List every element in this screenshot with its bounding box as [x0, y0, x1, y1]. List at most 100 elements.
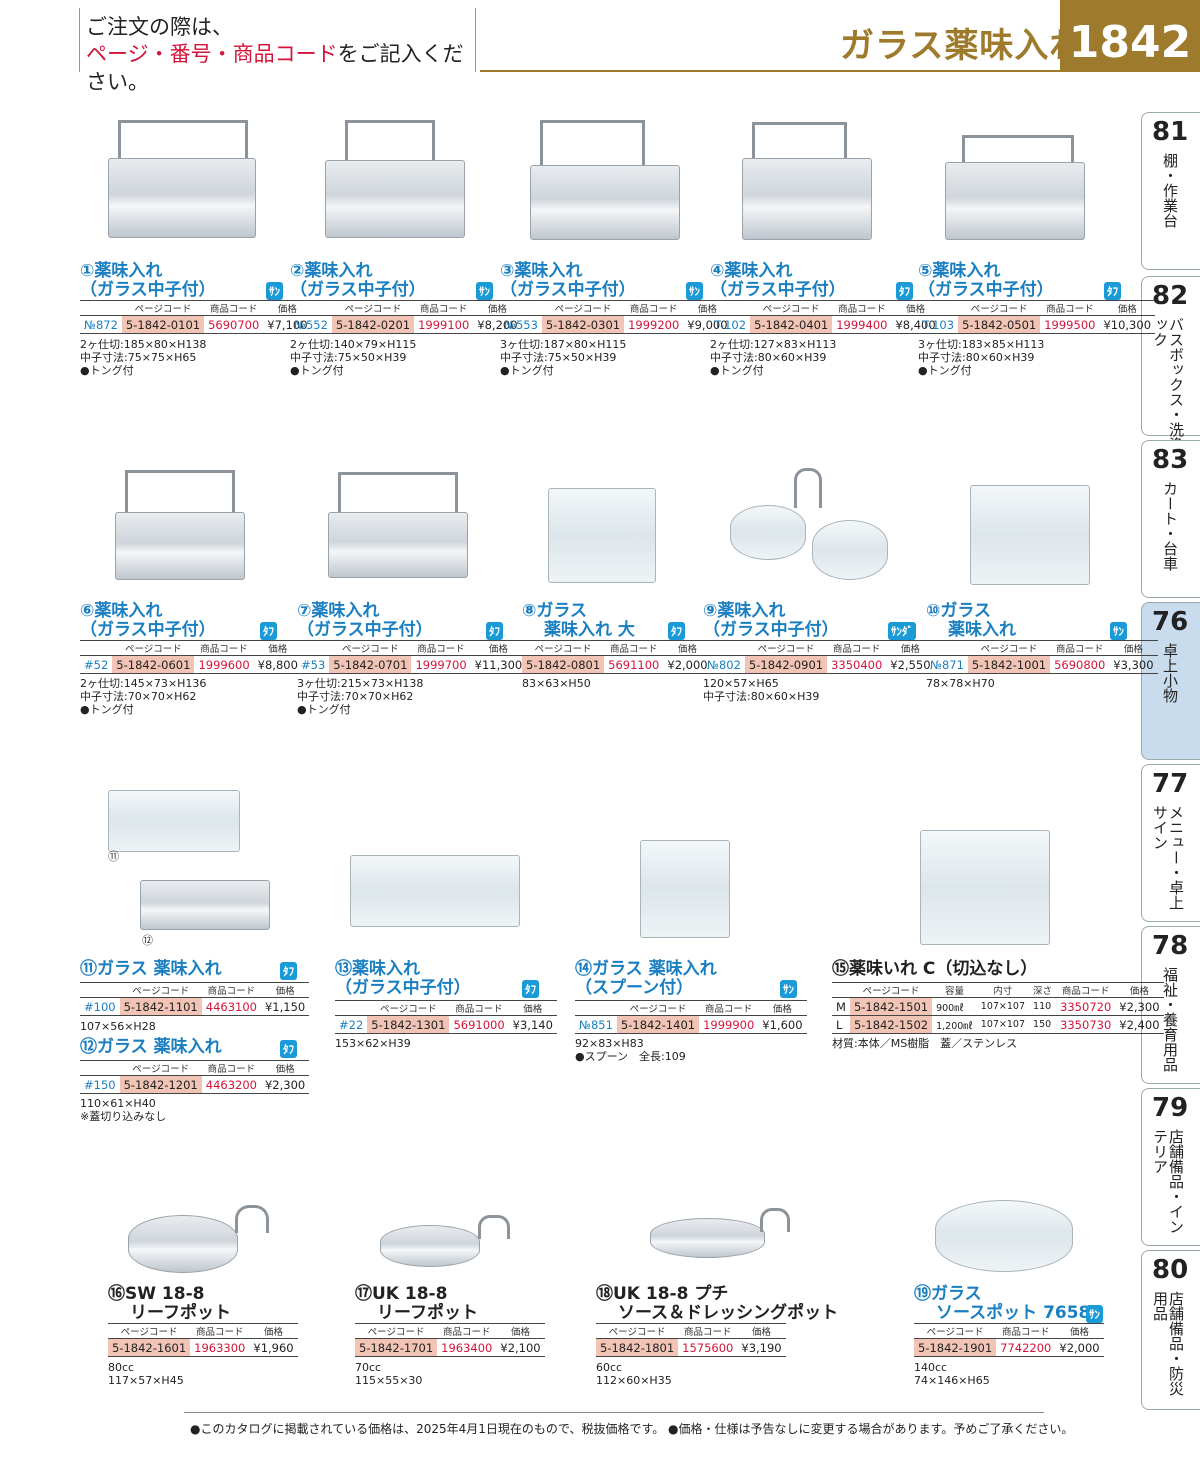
- product-5-image: [945, 162, 1085, 240]
- product-12-spec: 110×61×H40 ※蓋切り込みなし: [80, 1097, 167, 1123]
- handle-icon: [794, 468, 822, 508]
- product-8-title: ⑧ガラス薬味入れ 大: [522, 601, 635, 640]
- order-note: ご注文の際は、 ページ・番号・商品コードをご記入ください。: [79, 8, 476, 94]
- product-14-title: ⑭ガラス 薬味入れ（スプーン付）: [575, 959, 717, 998]
- page-number: 1842: [1060, 0, 1200, 72]
- order-note-highlight: ページ・番号・商品コード: [86, 42, 338, 66]
- product-16-image: [128, 1215, 238, 1273]
- handle-icon: [118, 120, 248, 160]
- supplier-badge: ﾀﾌ: [522, 980, 539, 998]
- product-4-title: ④薬味入れ（ガラス中子付）: [710, 261, 846, 300]
- handle-icon: [338, 472, 458, 514]
- product-13-image: [350, 855, 520, 927]
- handle-icon: [760, 1208, 790, 1232]
- supplier-badge: ｻﾝ: [686, 282, 703, 300]
- product-8-image: [548, 488, 656, 583]
- product-9-spec: 120×57×H65 中子寸法:80×60×H39: [703, 677, 820, 703]
- product-9-image-b: [812, 520, 888, 580]
- product-15-spec: 材質:本体／MS樹脂 蓋／ステンレス: [832, 1037, 1018, 1050]
- order-note-rest: をご記入ください。: [86, 42, 464, 94]
- image-label-12: ⑫: [142, 934, 153, 947]
- product-8-spec: 83×63×H50: [522, 677, 591, 690]
- product-11-spec: 107×56×H28: [80, 1020, 156, 1033]
- product-13-title: ⑬薬味入れ（ガラス中子付）: [335, 959, 471, 998]
- product-19-spec: 140cc 74×146×H65: [914, 1361, 990, 1387]
- product-9-title: ⑨薬味入れ（ガラス中子付）: [703, 601, 839, 640]
- product-3-image: [530, 165, 680, 240]
- product-2-spec: 2ヶ仕切:140×79×H115 中子寸法:75×50×H39 ●トング付: [290, 338, 417, 377]
- supplier-badge: ｻﾝ: [476, 282, 493, 300]
- product-12-image: [140, 880, 270, 930]
- supplier-badge: ﾀﾌ: [260, 622, 277, 640]
- order-note-line1: ご注文の際は、: [86, 15, 233, 39]
- supplier-badge: ｻﾝ: [1110, 622, 1127, 640]
- footer-rule: [184, 1412, 1044, 1413]
- supplier-badge: ﾀﾌ: [668, 622, 685, 640]
- supplier-badge: ｻﾝ: [266, 282, 283, 300]
- supplier-badge: ﾀﾌ: [486, 622, 503, 640]
- product-14-image: [640, 840, 730, 938]
- product-18-image: [650, 1218, 765, 1258]
- footer-note: ●このカタログに掲載されている価格は、2025年4月1日現在のもので、税抜価格で…: [190, 1422, 1074, 1436]
- image-label-11: ⑪: [108, 850, 119, 863]
- supplier-badge: ﾀﾌ: [896, 282, 913, 300]
- product-2-title: ②薬味入れ（ガラス中子付）: [290, 261, 426, 300]
- page-title: ガラス薬味入れ: [840, 26, 1085, 66]
- product-5-title: ⑤薬味入れ（ガラス中子付）: [918, 261, 1054, 300]
- supplier-badge: ﾀﾌ: [280, 962, 297, 980]
- product-3-spec: 3ヶ仕切:187×80×H115 中子寸法:75×50×H39 ●トング付: [500, 338, 627, 377]
- product-1-image: [108, 158, 256, 238]
- product-7-spec: 3ヶ仕切:215×73×H138 中子寸法:70×70×H62 ●トング付: [297, 677, 424, 716]
- product-4-spec: 2ヶ仕切:127×83×H113 中子寸法:80×60×H39 ●トング付: [710, 338, 837, 377]
- supplier-badge: ﾀﾌ: [1104, 282, 1121, 300]
- product-6-image: [115, 512, 245, 580]
- product-6-spec: 2ヶ仕切:145×73×H136 中子寸法:70×70×H62 ●トング付: [80, 677, 207, 716]
- product-18-spec: 60cc 112×60×H35: [596, 1361, 672, 1387]
- product-1-title: ①薬味入れ（ガラス中子付）: [80, 261, 216, 300]
- product-18-title: ⑱UK 18-8 プチソース＆ドレッシングポット: [596, 1284, 839, 1323]
- supplier-badge: ｻﾝ: [1086, 1305, 1103, 1323]
- product-1-spec: 2ヶ仕切:185×80×H138 中子寸法:75×75×H65 ●トング付: [80, 338, 207, 377]
- product-16-spec: 80cc 117×57×H45: [108, 1361, 184, 1387]
- product-2-image: [325, 160, 465, 238]
- header-rule: [480, 70, 1060, 72]
- handle-icon: [235, 1205, 269, 1233]
- handle-icon: [752, 122, 847, 160]
- product-11-image: [108, 790, 240, 852]
- product-15-title: ⑮薬味いれ C（切込なし）: [832, 959, 1038, 979]
- product-10-spec: 78×78×H70: [926, 677, 995, 690]
- product-17-image: [380, 1225, 480, 1267]
- product-11-title: ⑪ガラス 薬味入れ: [80, 959, 222, 979]
- product-9-image: [730, 505, 806, 560]
- product-19-image: [935, 1200, 1073, 1272]
- product-12-title: ⑫ガラス 薬味入れ: [80, 1037, 222, 1057]
- handle-icon: [962, 135, 1074, 165]
